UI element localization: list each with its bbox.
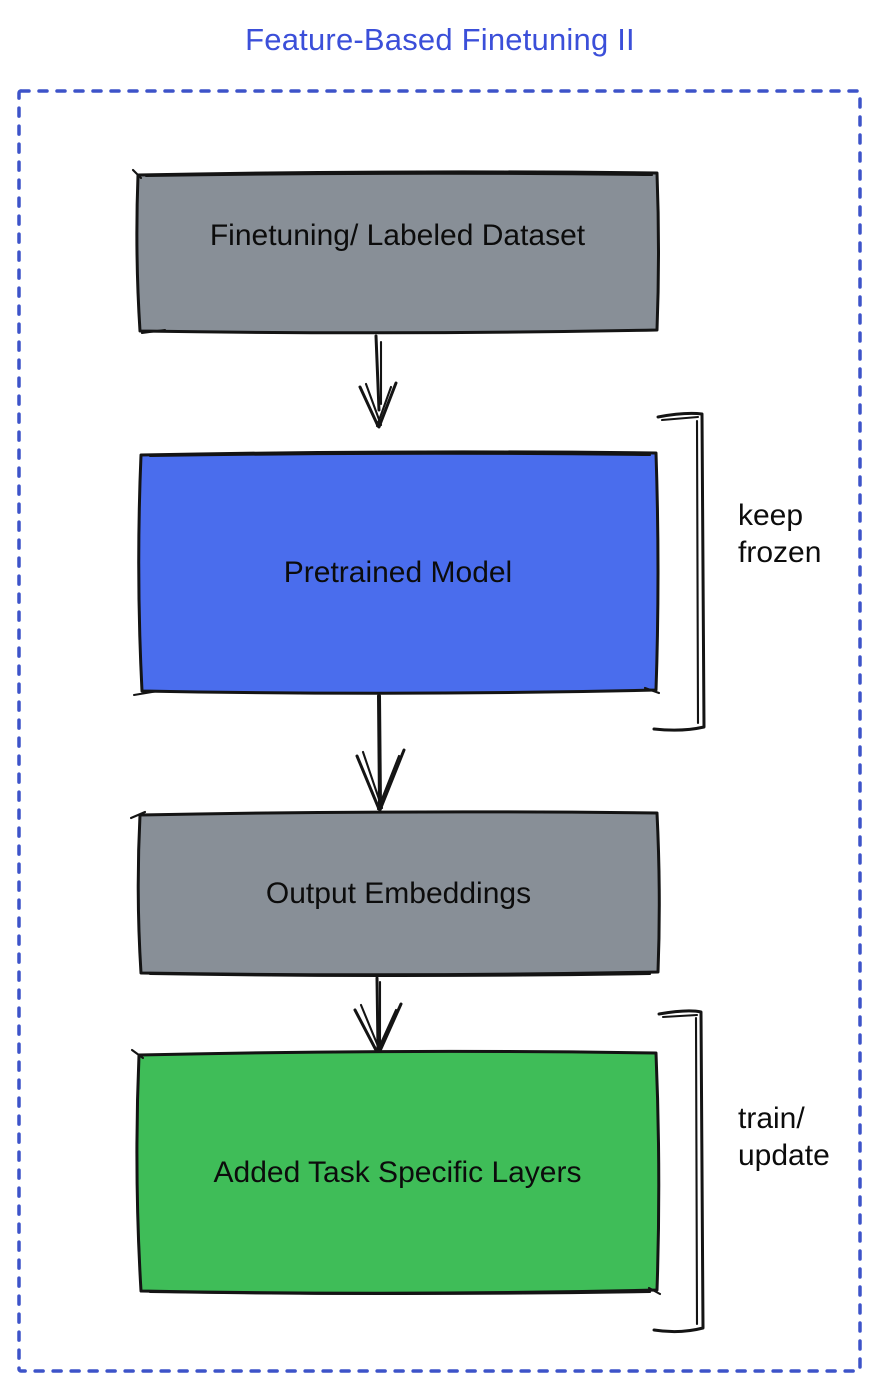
node-layers: Added Task Specific Layers (135, 1052, 660, 1293)
arrow-pretrained-to-embeddings (355, 694, 406, 812)
train-update-annotation: train/ update (738, 1100, 830, 1174)
node-embeddings: Output Embeddings (137, 812, 660, 975)
keep-frozen-line1: keep (738, 499, 804, 532)
train-update-line1: train/ (738, 1102, 805, 1135)
box-pretrained-shape (132, 450, 661, 697)
arrow-dataset-to-pretrained (358, 334, 398, 429)
dashed-frame-border (17, 89, 862, 1373)
keep-frozen-annotation: keep frozen (738, 497, 821, 571)
arrow-embeddings-to-layers (353, 976, 403, 1055)
box-embeddings-shape (129, 810, 661, 978)
node-dataset: Finetuning/ Labeled Dataset (135, 172, 660, 332)
box-dataset-shape (131, 168, 660, 335)
node-layers-label: Added Task Specific Layers (213, 1155, 582, 1189)
node-dataset-label: Finetuning/ Labeled Dataset (209, 219, 586, 252)
keep-frozen-bracket (652, 411, 706, 732)
train-update-line2: update (738, 1139, 830, 1172)
node-pretrained-label: Pretrained Model (283, 555, 513, 589)
keep-frozen-line2: frozen (738, 536, 822, 569)
node-pretrained: Pretrained Model (137, 452, 659, 693)
box-layers-shape (130, 1048, 662, 1296)
node-embeddings-label: Output Embeddings (265, 876, 532, 910)
diagram-title: Feature-Based Finetuning II (245, 22, 635, 57)
train-update-bracket (652, 1009, 705, 1334)
